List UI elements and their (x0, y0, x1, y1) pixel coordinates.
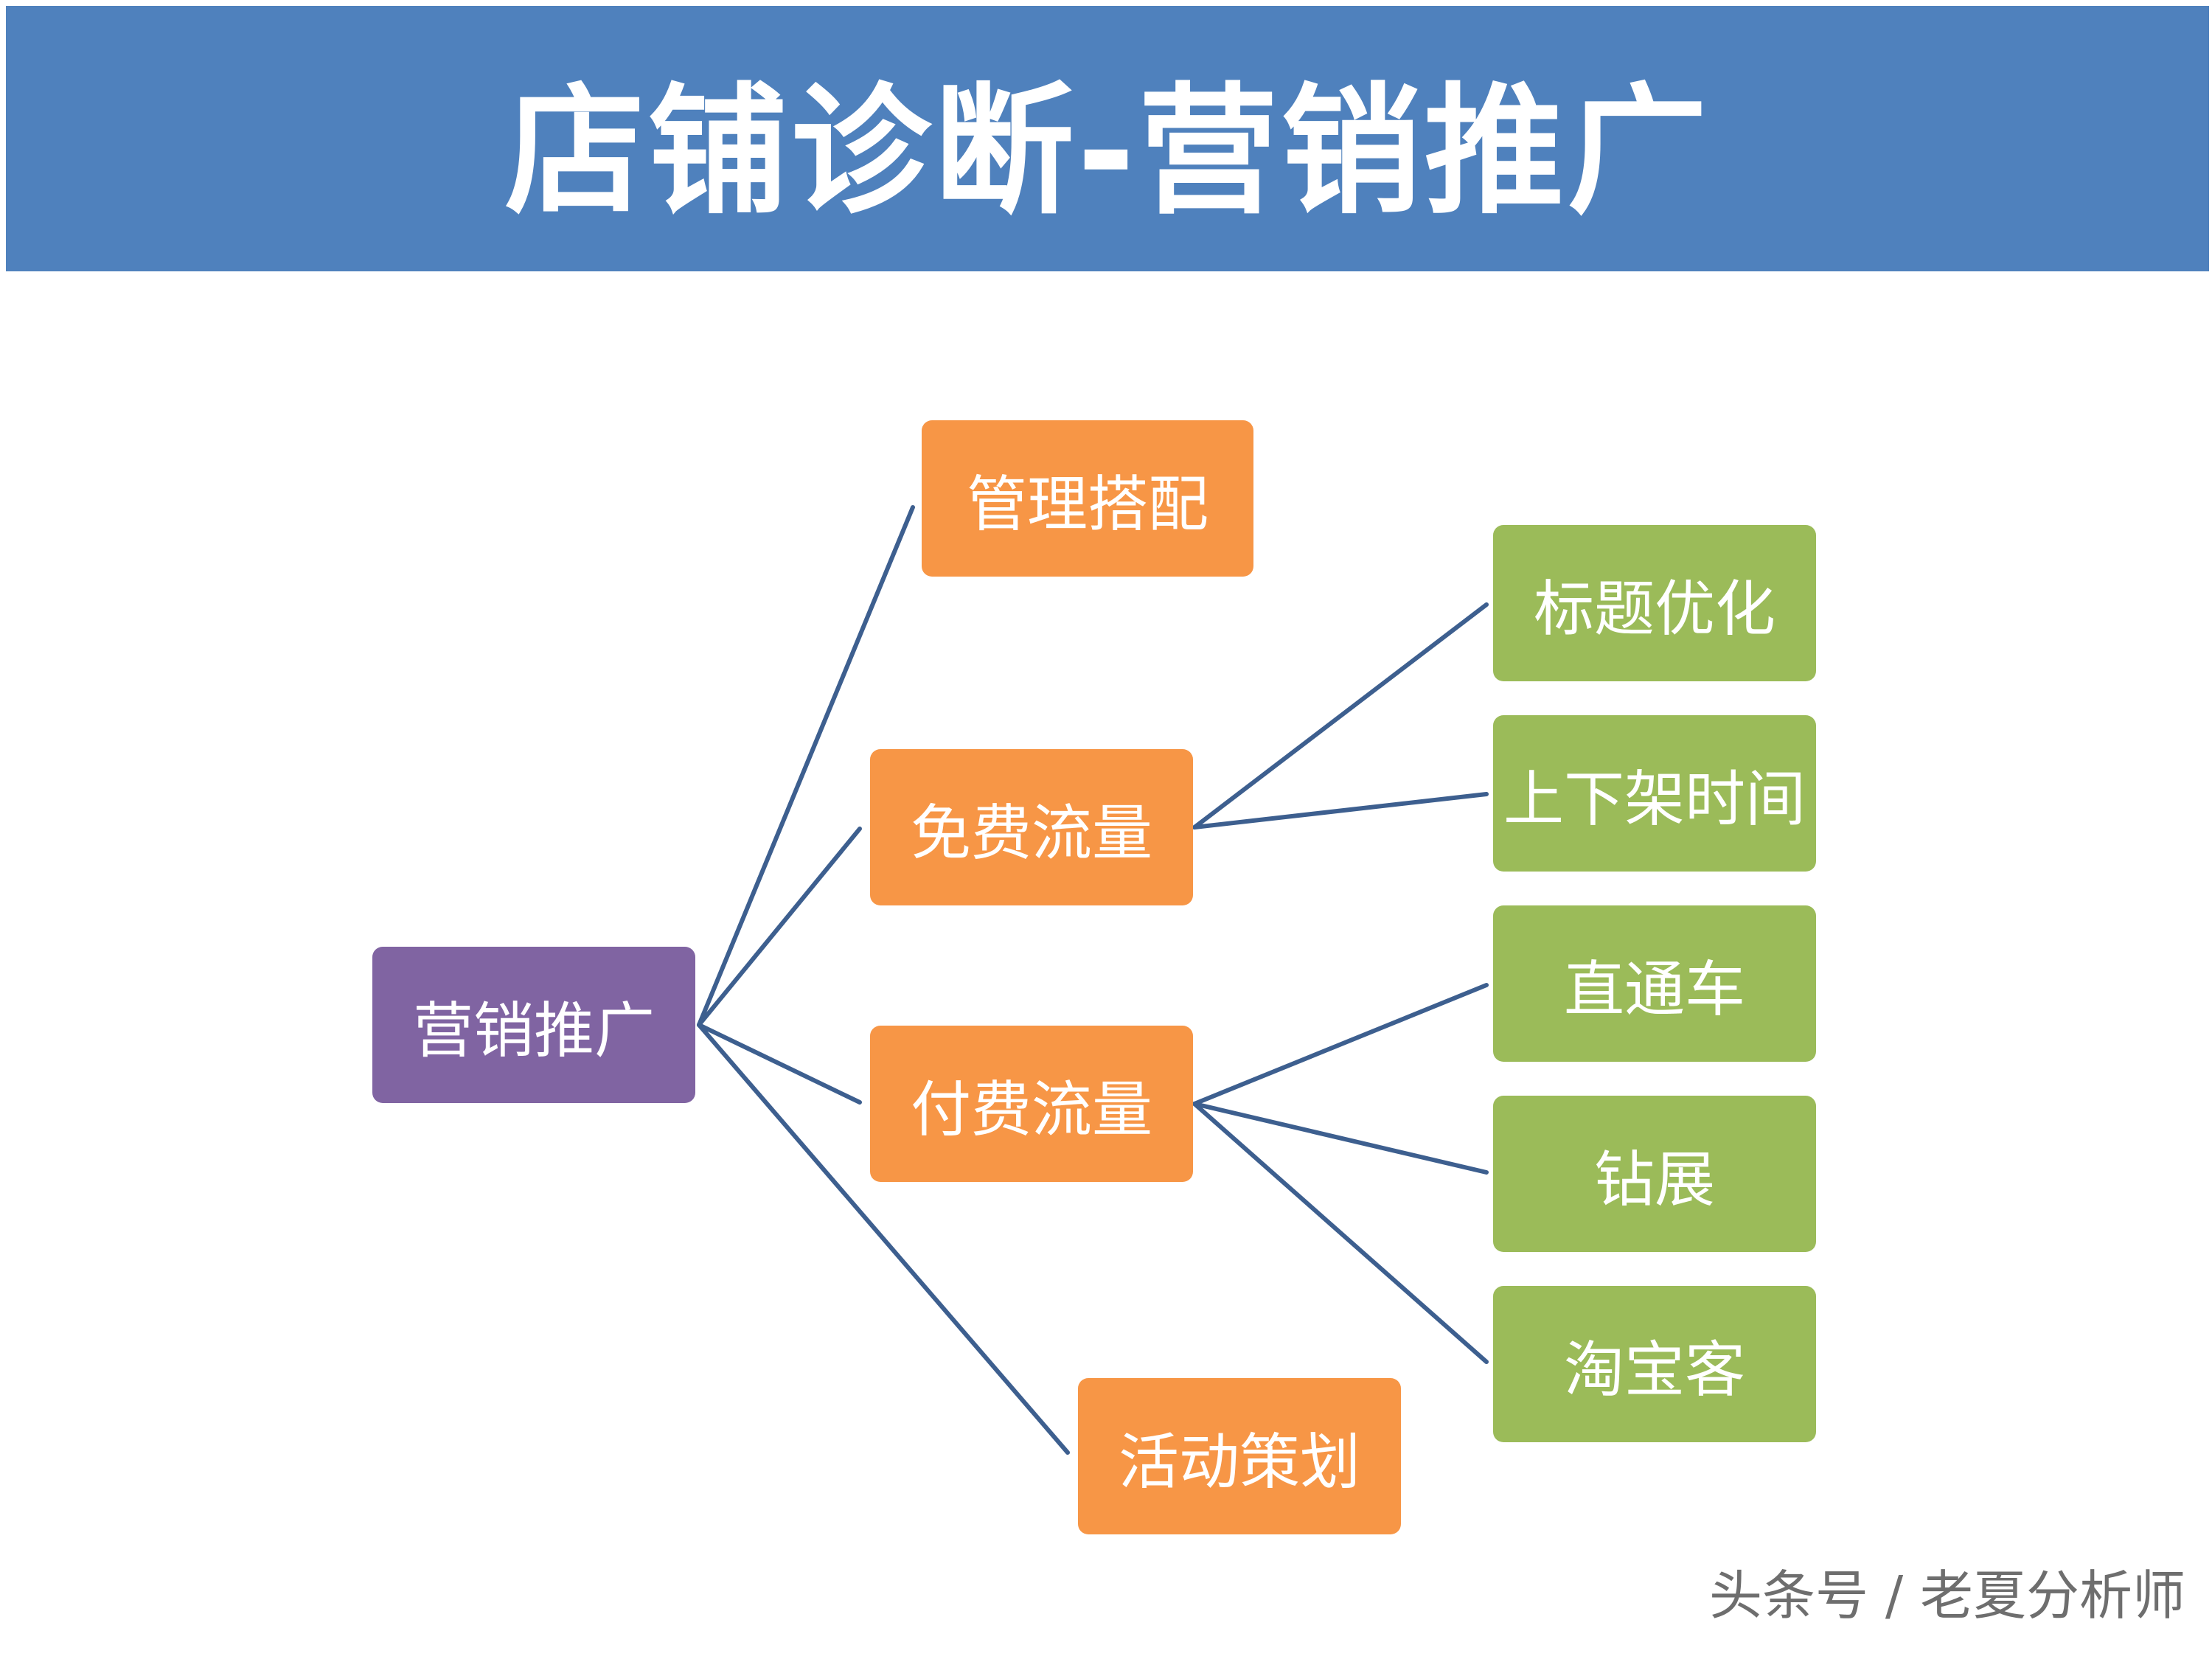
connector-root-to-campaign (697, 1023, 1070, 1455)
node-management-matching: 管理搭配 (922, 420, 1253, 577)
connector-free-to-title-opt (1192, 602, 1489, 830)
node-free-traffic: 免费流量 (870, 749, 1193, 905)
node-paid-traffic: 付费流量 (870, 1026, 1193, 1182)
node-title-optimization: 标题优化 (1493, 525, 1816, 681)
node-label: 管理搭配 (966, 469, 1208, 540)
node-marketing-promotion: 营销推广 (372, 947, 695, 1103)
connector-free-to-listing-time (1192, 792, 1489, 830)
node-label: 活动策划 (1118, 1427, 1360, 1498)
node-label: 直通车 (1563, 954, 1745, 1025)
connector-paid-to-taobaoke (1192, 1102, 1489, 1364)
node-diamond-booth: 钻展 (1493, 1096, 1816, 1252)
node-through-train: 直通车 (1493, 905, 1816, 1062)
title-banner: 店铺诊断-营销推广 (6, 6, 2209, 271)
connector-root-to-free-traffic (697, 827, 862, 1027)
node-taobaoke: 淘宝客 (1493, 1286, 1816, 1442)
node-label: 营销推广 (412, 995, 655, 1066)
node-listing-time: 上下架时间 (1493, 715, 1816, 872)
connector-root-to-paid-traffic (697, 1023, 862, 1105)
connector-paid-to-ztc (1192, 983, 1489, 1106)
connector-paid-to-zuanzhan (1192, 1102, 1489, 1175)
connector-root-to-management (697, 505, 915, 1027)
node-campaign-planning: 活动策划 (1078, 1378, 1401, 1534)
page-title: 店铺诊断-营销推广 (504, 69, 1711, 233)
node-label: 钻展 (1593, 1144, 1715, 1215)
node-label: 免费流量 (910, 798, 1152, 869)
node-label: 标题优化 (1533, 574, 1775, 644)
node-label: 上下架时间 (1503, 764, 1806, 835)
watermark-text: 头条号 / 老夏分析师 (1708, 1565, 2185, 1627)
node-label: 付费流量 (910, 1074, 1152, 1145)
node-label: 淘宝客 (1563, 1335, 1745, 1405)
